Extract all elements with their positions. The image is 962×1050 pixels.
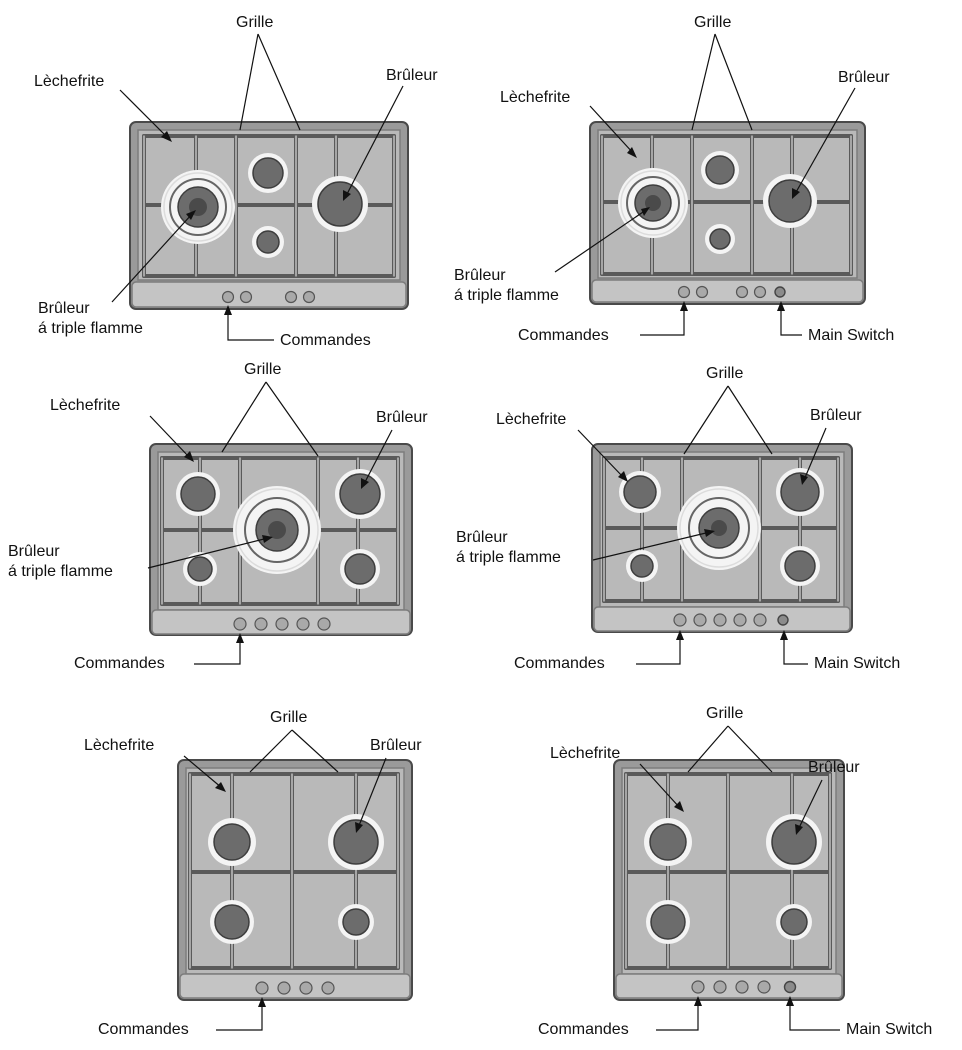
label-triple-line1: Brûleur	[8, 543, 60, 560]
label-commandes: Commandes	[514, 655, 605, 672]
label-commandes: Commandes	[74, 655, 165, 672]
cooktop-1: Grille Lèchefrite Brûleur Brûleur á trip…	[34, 14, 438, 349]
label-bruleur: Brûleur	[370, 737, 422, 754]
label-triple-line2: á triple flamme	[454, 287, 559, 304]
triple-flame-burner	[233, 486, 321, 574]
burner	[619, 468, 824, 586]
control-knobs	[233, 617, 331, 631]
knob[interactable]	[221, 290, 235, 304]
knob[interactable]	[695, 285, 709, 299]
label-grille: Grille	[236, 14, 273, 31]
cooktop-6: Grille Lèchefrite Brûleur Commandes Main…	[538, 705, 932, 1038]
control-panel	[615, 973, 843, 999]
main-switch-knob[interactable]	[774, 286, 786, 298]
knob[interactable]	[735, 980, 749, 994]
cooktop-4: Grille Lèchefrite Brûleur Brûleur á trip…	[456, 365, 900, 672]
knob[interactable]	[254, 617, 268, 631]
burner	[208, 814, 384, 944]
control-knobs	[691, 980, 797, 994]
label-bruleur: Brûleur	[376, 409, 428, 426]
label-lechefrite: Lèchefrite	[496, 411, 566, 428]
label-main-switch: Main Switch	[814, 655, 900, 672]
burner	[701, 151, 817, 254]
grid-bars	[188, 772, 400, 970]
triple-flame-burner	[618, 168, 688, 238]
label-lechefrite: Lèchefrite	[34, 73, 104, 90]
label-commandes: Commandes	[538, 1021, 629, 1038]
label-triple-line2: á triple flamme	[8, 563, 113, 580]
control-panel	[179, 973, 411, 999]
knob[interactable]	[733, 613, 747, 627]
knob[interactable]	[233, 617, 247, 631]
cooktop-3: Grille Lèchefrite Brûleur Brûleur á trip…	[8, 361, 428, 672]
label-bruleur: Brûleur	[386, 67, 438, 84]
label-bruleur: Brûleur	[808, 759, 860, 776]
burner	[248, 153, 368, 258]
label-grille: Grille	[244, 361, 281, 378]
grid-bars	[624, 772, 832, 970]
label-bruleur: Brûleur	[838, 69, 890, 86]
label-triple-line2: á triple flamme	[456, 549, 561, 566]
label-main-switch: Main Switch	[808, 327, 894, 344]
triple-flame-burner	[161, 170, 235, 244]
cooktop-2: Grille Lèchefrite Brûleur Brûleur á trip…	[454, 14, 894, 344]
knob[interactable]	[277, 981, 291, 995]
triple-flame-burner	[677, 486, 761, 570]
knob[interactable]	[673, 613, 687, 627]
label-triple-line1: Brûleur	[38, 300, 90, 317]
label-lechefrite: Lèchefrite	[550, 745, 620, 762]
knob[interactable]	[284, 290, 298, 304]
main-switch-knob[interactable]	[777, 614, 789, 626]
control-panel	[591, 279, 864, 303]
label-grille: Grille	[270, 709, 307, 726]
control-knobs	[673, 613, 789, 627]
knob[interactable]	[255, 981, 269, 995]
knob[interactable]	[677, 285, 691, 299]
knob[interactable]	[239, 290, 253, 304]
label-bruleur: Brûleur	[810, 407, 862, 424]
label-commandes: Commandes	[280, 332, 371, 349]
label-commandes: Commandes	[518, 327, 609, 344]
knob[interactable]	[691, 980, 705, 994]
label-commandes: Commandes	[98, 1021, 189, 1038]
label-triple-line1: Brûleur	[454, 267, 506, 284]
control-knobs	[677, 285, 786, 299]
knob[interactable]	[275, 617, 289, 631]
label-lechefrite: Lèchefrite	[500, 89, 570, 106]
label-grille: Grille	[694, 14, 731, 31]
cooktop-5: Grille Lèchefrite Brûleur Commandes	[84, 709, 422, 1038]
knob[interactable]	[693, 613, 707, 627]
knob[interactable]	[296, 617, 310, 631]
knob[interactable]	[317, 617, 331, 631]
knob[interactable]	[713, 613, 727, 627]
label-lechefrite: Lèchefrite	[84, 737, 154, 754]
label-lechefrite: Lèchefrite	[50, 397, 120, 414]
burner	[644, 814, 822, 944]
label-main-switch: Main Switch	[846, 1021, 932, 1038]
label-grille: Grille	[706, 365, 743, 382]
control-panel	[131, 281, 407, 308]
knob[interactable]	[753, 613, 767, 627]
knob[interactable]	[321, 981, 335, 995]
label-triple-line2: á triple flamme	[38, 320, 143, 337]
knob[interactable]	[302, 290, 316, 304]
knob[interactable]	[299, 981, 313, 995]
knob[interactable]	[757, 980, 771, 994]
control-knobs	[255, 981, 335, 995]
main-switch-knob[interactable]	[783, 980, 797, 994]
control-knobs	[221, 290, 316, 304]
label-triple-line1: Brûleur	[456, 529, 508, 546]
label-grille: Grille	[706, 705, 743, 722]
burner	[176, 469, 385, 589]
knob[interactable]	[753, 285, 767, 299]
knob[interactable]	[735, 285, 749, 299]
knob[interactable]	[713, 980, 727, 994]
